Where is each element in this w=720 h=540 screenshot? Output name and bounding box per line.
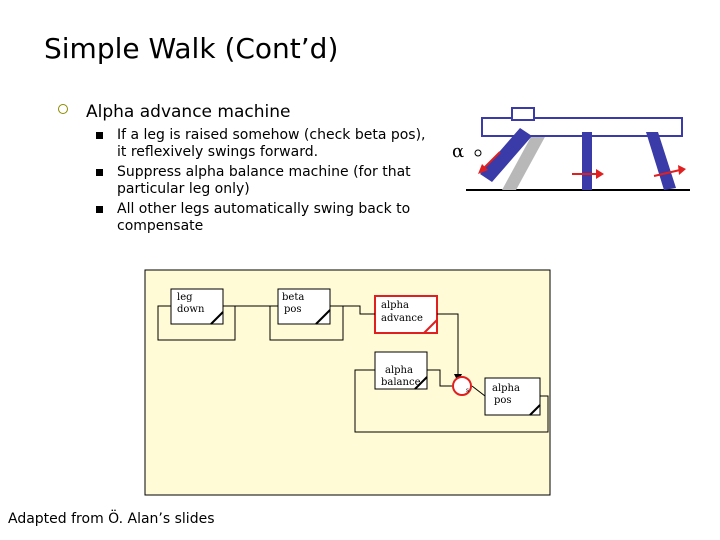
angle-marker-icon bbox=[474, 149, 482, 157]
block-alpha-pos: alpha pos bbox=[484, 377, 541, 416]
block-label: beta bbox=[282, 292, 304, 303]
sub-bullet-2: Suppress alpha balance machine (for that… bbox=[96, 164, 436, 198]
block-label: alpha bbox=[492, 383, 520, 394]
block-alpha-advance: alpha advance bbox=[374, 295, 438, 334]
square-bullet-icon bbox=[96, 132, 103, 139]
block-label: advance bbox=[381, 313, 423, 324]
stance-leg-2 bbox=[646, 132, 676, 190]
sub-bullet-text: If a leg is raised somehow (check beta p… bbox=[117, 127, 426, 160]
block-label: pos bbox=[284, 304, 302, 315]
sub-bullet-text: All other legs automatically swing back … bbox=[117, 201, 411, 234]
suppressor-label: s bbox=[466, 387, 469, 394]
bullet-circle-icon bbox=[58, 104, 68, 114]
block-leg-down: leg down bbox=[170, 288, 224, 325]
block-beta-pos: beta pos bbox=[277, 288, 331, 325]
stance-leg-1 bbox=[582, 132, 592, 190]
red-arrow-icon bbox=[478, 151, 501, 174]
block-label: pos bbox=[494, 395, 512, 406]
slide-title: Simple Walk (Cont’d) bbox=[44, 32, 339, 65]
block-label: alpha bbox=[381, 300, 409, 311]
suppressor-node bbox=[452, 376, 472, 396]
red-arrow-icon bbox=[653, 165, 686, 177]
robot-hip-joint bbox=[511, 107, 535, 121]
diagram-wires bbox=[157, 305, 549, 433]
sub-bullet-3: All other legs automatically swing back … bbox=[96, 201, 436, 235]
red-arrow-icon bbox=[572, 169, 604, 179]
block-label: alpha bbox=[385, 365, 413, 376]
sub-bullet-text: Suppress alpha balance machine (for that… bbox=[117, 164, 411, 197]
block-label: balance bbox=[381, 377, 421, 388]
block-label: down bbox=[177, 304, 205, 315]
block-alpha-balance: alpha balance bbox=[374, 351, 428, 390]
shadow-leg bbox=[502, 135, 546, 190]
alpha-label: α bbox=[452, 141, 464, 162]
block-label: leg bbox=[177, 292, 193, 303]
square-bullet-icon bbox=[96, 206, 103, 213]
swinging-leg bbox=[480, 128, 532, 182]
sub-bullet-1: If a leg is raised somehow (check beta p… bbox=[96, 127, 436, 161]
footer-credit: Adapted from Ö. Alan’s slides bbox=[8, 511, 215, 527]
level1-bullet-text: Alpha advance machine bbox=[86, 102, 291, 122]
square-bullet-icon bbox=[96, 169, 103, 176]
